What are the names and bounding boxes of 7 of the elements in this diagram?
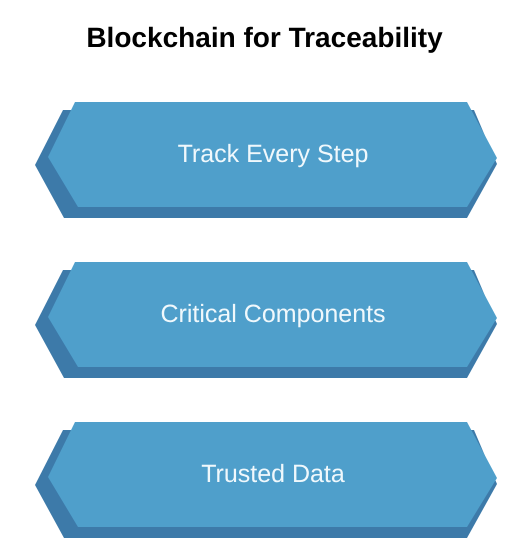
hexagon-banner: [34, 422, 499, 539]
hexagon-banner: [34, 102, 499, 219]
banner-label: Trusted Data: [201, 460, 345, 489]
hexagon-banner: [34, 262, 499, 379]
banner-label: Critical Components: [160, 300, 386, 329]
banner-label: Track Every Step: [178, 140, 368, 169]
diagram-title: Blockchain for Traceability: [86, 22, 443, 53]
